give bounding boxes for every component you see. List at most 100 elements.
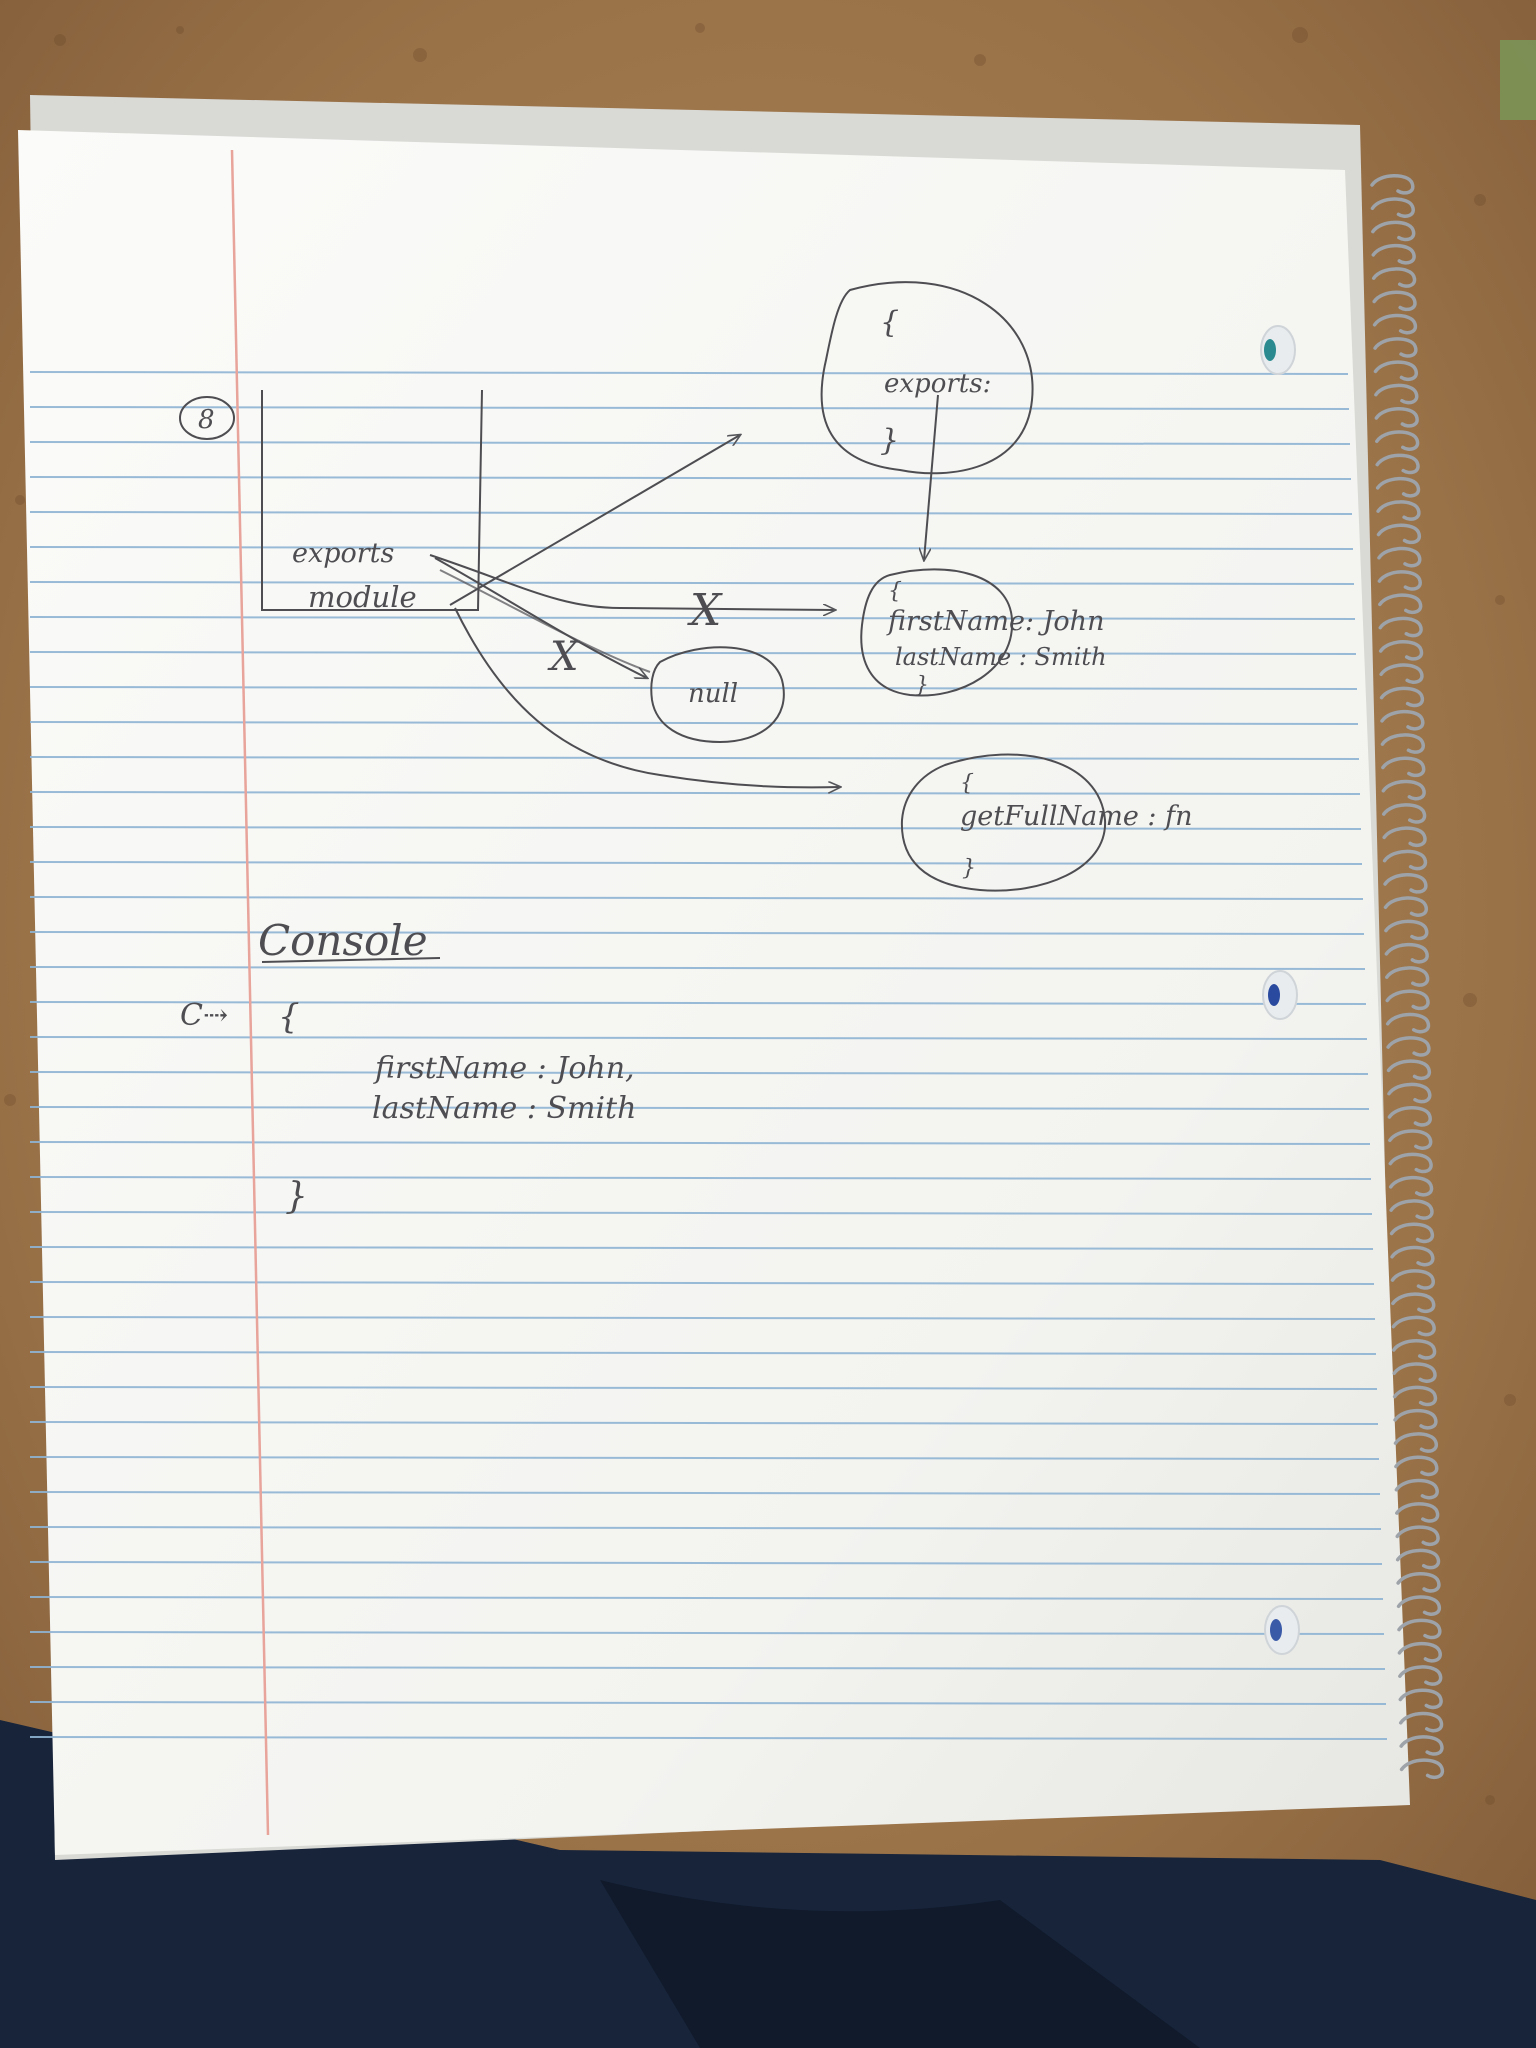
spiral-coil xyxy=(1397,1618,1442,1640)
spiral-coil xyxy=(1389,1222,1435,1244)
exports-to-data-arrow xyxy=(924,394,939,560)
spiral-coil xyxy=(1381,756,1426,778)
null-label: null xyxy=(688,679,738,709)
spiral-coil xyxy=(1384,942,1429,964)
spiral-coil xyxy=(1398,1688,1443,1710)
problem-number: 8 xyxy=(198,405,215,435)
margin-line xyxy=(230,149,270,1836)
spiral-coil xyxy=(1370,197,1415,218)
spiral-coil xyxy=(1375,430,1420,451)
spiral-coil xyxy=(1384,919,1429,941)
spiral-coil xyxy=(1387,1106,1432,1127)
spiral-binding xyxy=(1370,174,1445,1780)
spiral-coil xyxy=(1376,500,1421,521)
cross-mark-1: X xyxy=(547,634,580,680)
spiral-coil xyxy=(1378,593,1423,615)
spiral-coil xyxy=(1386,1036,1431,1057)
data-object-close-brace: } xyxy=(915,673,929,698)
console-line2: lastName : Smith xyxy=(372,1091,636,1126)
spiral-coil xyxy=(1382,849,1428,871)
spiral-coil xyxy=(1398,1711,1444,1733)
console-close-brace: } xyxy=(285,1176,308,1217)
variable-box xyxy=(261,389,483,611)
spiral-coil xyxy=(1376,523,1422,545)
spiral-coil xyxy=(1387,1082,1432,1104)
spiral-coil xyxy=(1388,1152,1433,1174)
spiral-coil xyxy=(1395,1548,1441,1570)
spiral-coil xyxy=(1385,1012,1431,1034)
spiral-coil xyxy=(1383,873,1428,894)
spiral-coil xyxy=(1399,1735,1444,1756)
module-to-function-arrow xyxy=(454,607,840,787)
spiral-coil xyxy=(1393,1432,1439,1453)
function-object-line1: getFullName : fn xyxy=(960,801,1192,832)
spiral-coil xyxy=(1385,966,1430,987)
spiral-coil xyxy=(1371,220,1416,242)
console-open-brace: { xyxy=(278,997,300,1037)
spiral-coil xyxy=(1375,476,1421,498)
exports-to-null-arrow xyxy=(434,557,647,678)
problem-number-circle xyxy=(179,396,235,440)
green-corner-object xyxy=(1500,40,1536,120)
spiral-coil xyxy=(1379,686,1425,708)
spiral-coil xyxy=(1388,1129,1433,1150)
module-to-exports-object-arrow xyxy=(449,435,740,606)
spiral-coil xyxy=(1390,1245,1435,1267)
spiral-coil xyxy=(1372,313,1418,335)
spiral-coil xyxy=(1391,1315,1436,1337)
spiral-coil xyxy=(1373,337,1418,358)
spiral-coil xyxy=(1374,383,1419,405)
console-heading-underline xyxy=(261,957,441,963)
spiral-coil xyxy=(1378,616,1423,638)
data-object-open-brace: { xyxy=(888,579,902,604)
spiral-coil xyxy=(1382,826,1427,848)
data-object-bubble xyxy=(860,568,1014,697)
spiral-coil xyxy=(1370,174,1415,195)
data-object-line2: lastName : Smith xyxy=(895,643,1107,671)
spiral-coil xyxy=(1390,1269,1435,1290)
spiral-coil xyxy=(1380,733,1425,754)
binder-holes xyxy=(1260,325,1300,1655)
cross-mark-2: X xyxy=(687,585,723,636)
spiral-coil xyxy=(1378,640,1424,661)
function-object-open-brace: { xyxy=(960,771,974,796)
exports-object-open-brace: { xyxy=(880,305,899,340)
spiral-coil xyxy=(1375,453,1420,475)
spiral-coil xyxy=(1395,1525,1440,1547)
spiral-coil xyxy=(1391,1292,1436,1314)
spiral-coil xyxy=(1396,1572,1441,1593)
spiral-coil xyxy=(1380,709,1425,731)
exports-object-bubble xyxy=(820,281,1034,475)
spiral-coil xyxy=(1373,360,1418,382)
box-label-module: module xyxy=(308,580,417,614)
dark-fabric xyxy=(0,1720,1536,2048)
spiral-coil xyxy=(1374,407,1419,428)
data-object-line1: firstName: John xyxy=(886,606,1104,637)
spiral-coil xyxy=(1392,1385,1438,1407)
exports-object-close-brace: } xyxy=(880,423,899,458)
notebook-page xyxy=(18,130,1410,1855)
exports-to-data-object-arrow xyxy=(429,554,835,610)
spiral-coil xyxy=(1395,1502,1440,1523)
spiral-coil xyxy=(1397,1641,1442,1663)
function-object-close-brace: } xyxy=(962,856,976,881)
box-label-exports: exports xyxy=(292,538,394,569)
spiral-coil xyxy=(1372,290,1417,312)
spiral-coil xyxy=(1385,989,1430,1011)
spiral-coil xyxy=(1392,1362,1437,1383)
spiral-coil xyxy=(1371,267,1417,288)
fabric-shadow xyxy=(600,1880,1200,2048)
console-heading: Console xyxy=(258,916,428,965)
spiral-coil xyxy=(1382,803,1427,824)
null-bubble xyxy=(650,646,785,744)
spiral-coil xyxy=(1393,1408,1438,1430)
module-to-null-arrow xyxy=(439,569,651,673)
spiral-coil xyxy=(1381,779,1426,801)
spiral-coil xyxy=(1383,896,1429,917)
spiral-coil xyxy=(1389,1199,1434,1220)
spiral-coil xyxy=(1379,663,1424,684)
spiral-coil xyxy=(1392,1339,1437,1360)
spiral-coil xyxy=(1377,546,1422,568)
function-object-bubble xyxy=(900,753,1107,892)
